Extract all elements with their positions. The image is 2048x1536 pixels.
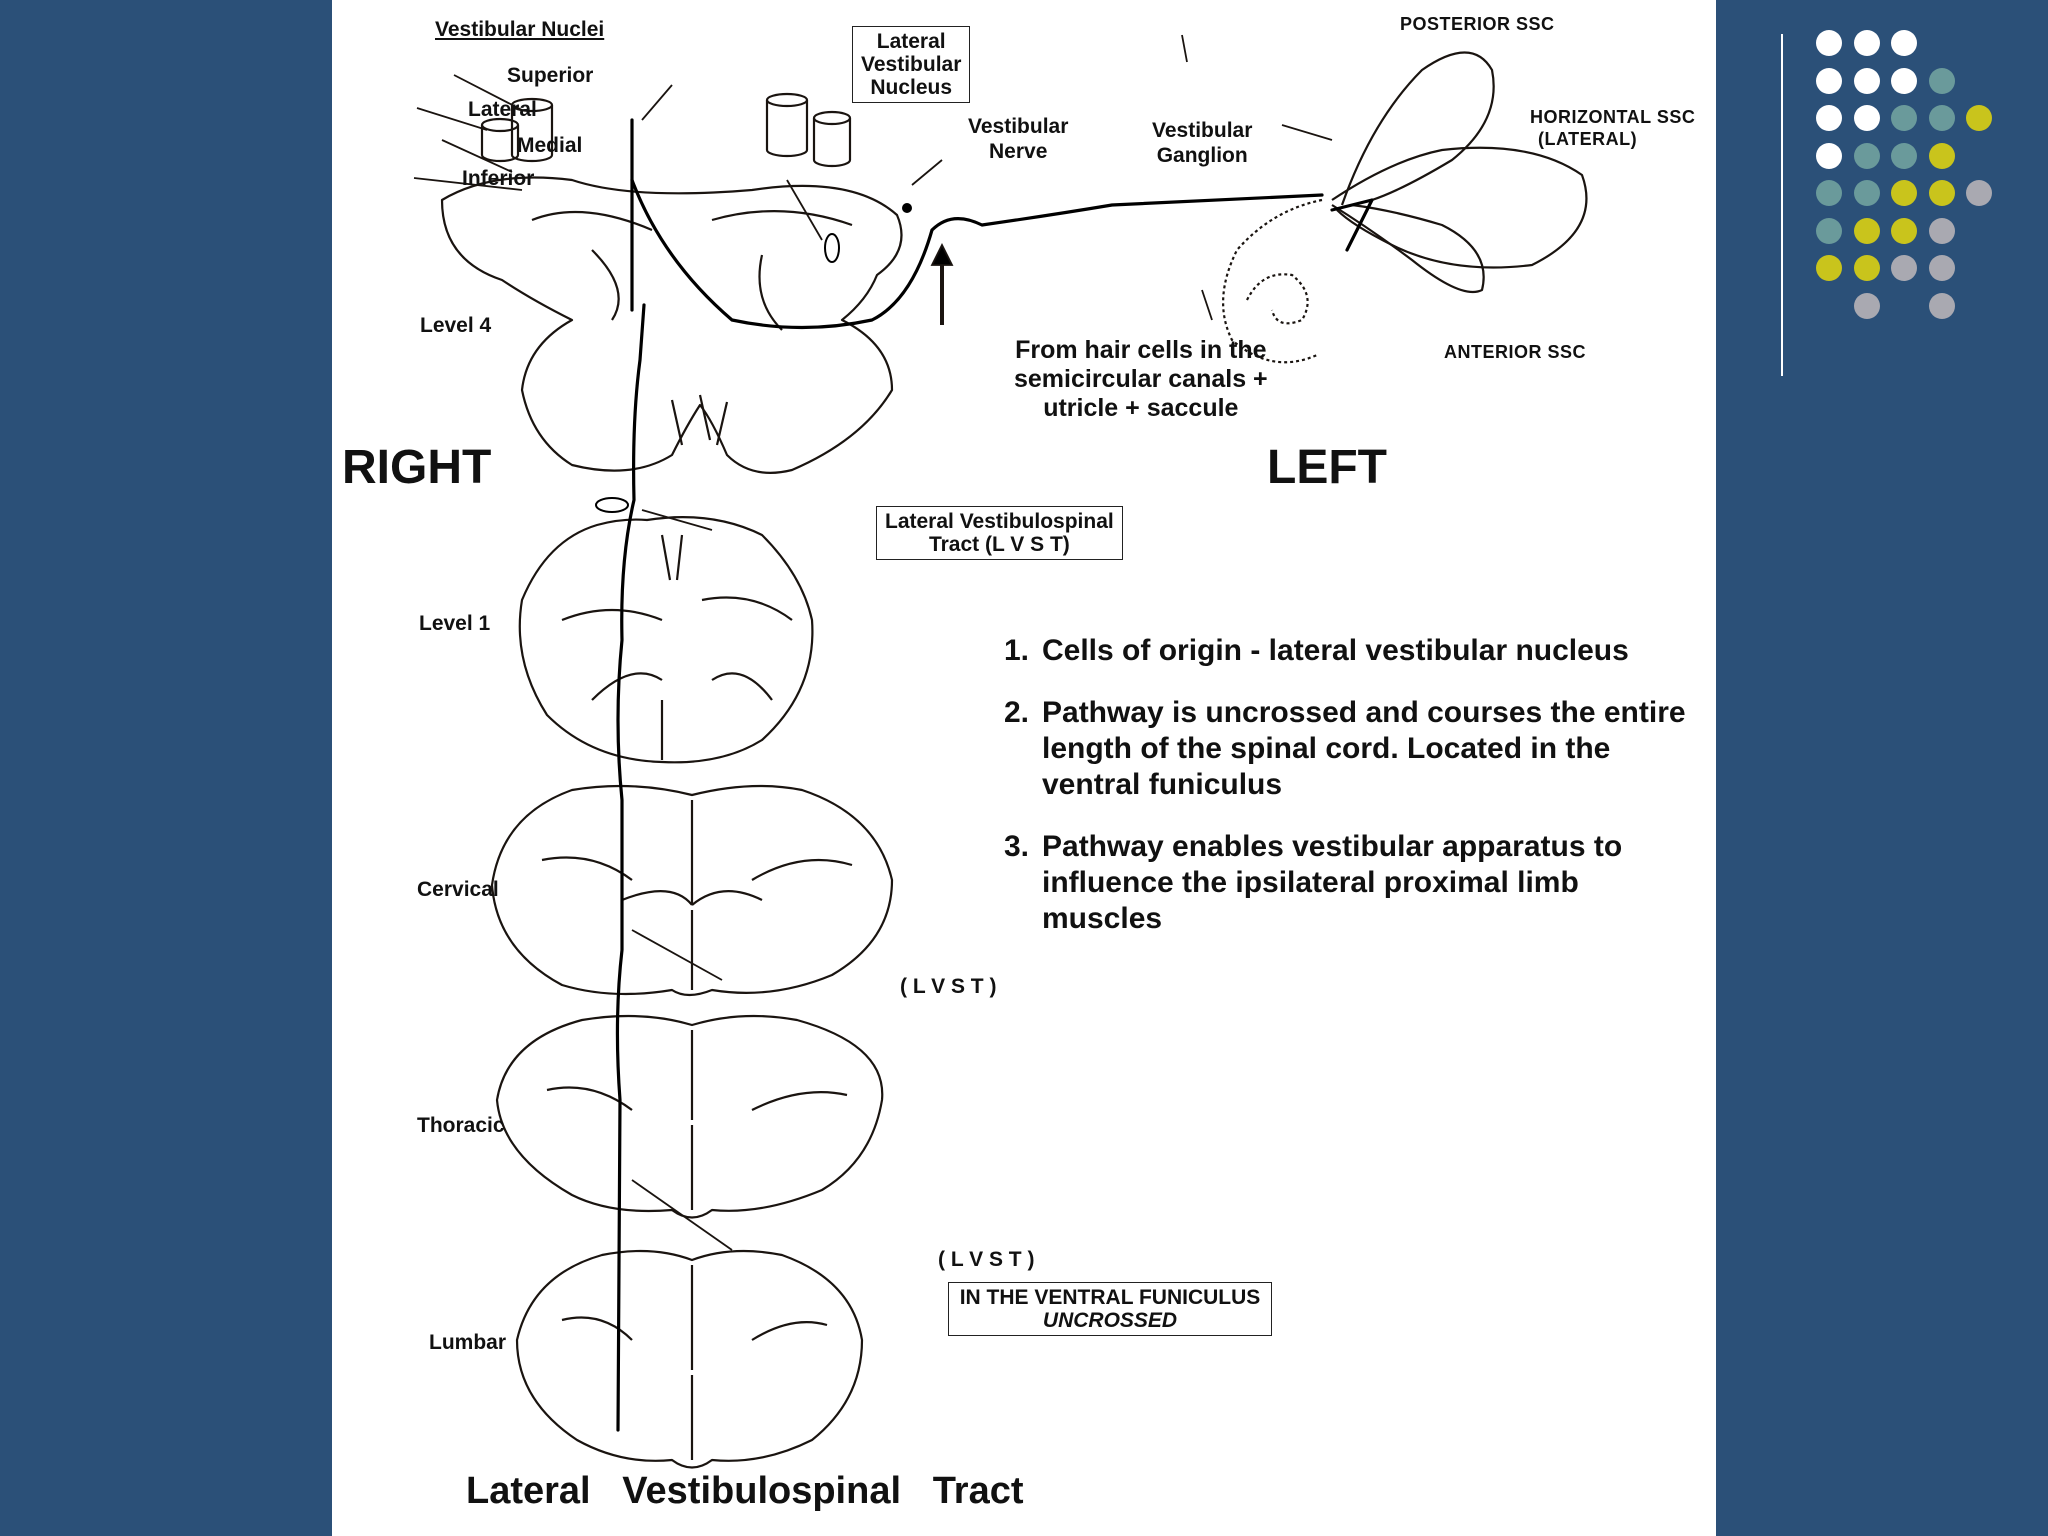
decor-dot [1816, 217, 1842, 244]
decor-dot [1928, 292, 1955, 319]
decor-dot [1816, 142, 1842, 169]
decor-dot [1816, 67, 1842, 94]
lvst-thoracic-label: ( L V S T ) [938, 1248, 1035, 1271]
vestibular-nerve-label: Vestibular Nerve [968, 114, 1068, 164]
ganglion-line-1: Vestibular [1152, 119, 1253, 142]
note-item: 3. Pathway enables vestibular apparatus … [1004, 829, 1704, 937]
lateral-vestibular-nucleus-box: Lateral Vestibular Nucleus [852, 26, 971, 103]
decor-dot [1853, 217, 1880, 244]
ventral-funiculus-box: IN THE VENTRAL FUNICULUS UNCROSSED [948, 1282, 1272, 1336]
spinal-section-cervical [490, 784, 894, 997]
horizontal-line-1: HORIZONTAL SSC [1530, 107, 1696, 127]
decor-dot [1816, 255, 1842, 281]
medial-label: Medial [517, 134, 583, 157]
lvst-box-line-2: Tract (L V S T) [928, 533, 1070, 556]
lvst-cervical-label: ( L V S T ) [900, 975, 997, 998]
notes-list: 1. Cells of origin - lateral vestibular … [1004, 633, 1704, 963]
note-item: 2. Pathway is uncrossed and courses the … [1004, 695, 1704, 803]
posterior-ssc-label: POSTERIOR SSC [1400, 14, 1555, 34]
ventral-line-1: IN THE VENTRAL FUNICULUS [959, 1286, 1261, 1309]
decor-dot [1816, 180, 1842, 206]
diagram-title: Lateral Vestibulospinal Tract [466, 1470, 1024, 1512]
vestibular-nerve-path [630, 178, 1324, 330]
decor-dot [1891, 105, 1917, 131]
decor-dot [1966, 180, 1992, 206]
lvst-box-line-1: Lateral Vestibulospinal [885, 510, 1114, 533]
level-1-label: Level 1 [419, 612, 491, 635]
lvn-line-2: Vestibular [861, 53, 962, 76]
decor-dot [1891, 30, 1917, 56]
lvn-line-1: Lateral [876, 30, 946, 53]
vestibular-nuclei-label: Vestibular Nuclei [435, 18, 605, 41]
hair-cells-label: From hair cells in the semicircular cana… [1014, 336, 1268, 423]
note-text: Pathway enables vestibular apparatus to … [1042, 830, 1623, 935]
right-side-label: RIGHT [342, 441, 492, 494]
decor-dot [1816, 30, 1842, 56]
decor-dot [1891, 217, 1917, 244]
note-number: 3. [1004, 830, 1030, 863]
anterior-ssc-label: ANTERIOR SSC [1444, 342, 1587, 362]
cervical-label: Cervical [417, 878, 499, 901]
left-side-label: LEFT [1267, 441, 1387, 494]
lvn-line-3: Nucleus [870, 76, 953, 99]
vestibular-ganglion-label: Vestibular Ganglion [1152, 118, 1252, 168]
diagram-panel: Vestibular Nuclei Superior Lateral Media… [332, 0, 1716, 1536]
ventral-line-2: UNCROSSED [1042, 1309, 1178, 1332]
decor-dot [1891, 180, 1917, 206]
hair-line-2: semicircular canals + [1014, 365, 1268, 393]
note-number: 2. [1004, 696, 1030, 729]
level-4-label: Level 4 [420, 314, 492, 337]
spinal-section-lumbar [515, 1249, 864, 1469]
decor-vertical-line [1781, 34, 1783, 376]
horizontal-line-2: (LATERAL) [1538, 129, 1638, 149]
decor-dot [1928, 217, 1955, 244]
decor-dot [1928, 105, 1955, 131]
superior-label: Superior [507, 64, 594, 87]
decor-dot [1891, 142, 1917, 169]
spinal-section-level1 [518, 516, 814, 764]
thoracic-label: Thoracic [417, 1114, 505, 1137]
decor-dot [1853, 105, 1880, 131]
labyrinth [1222, 51, 1588, 364]
lateral-label: Lateral [468, 98, 537, 121]
decor-dot [1928, 142, 1955, 169]
decor-dot [1853, 255, 1880, 281]
decor-dot [1928, 180, 1955, 206]
decor-dot [1853, 142, 1880, 169]
lumbar-label: Lumbar [429, 1331, 507, 1354]
spinal-section-thoracic [495, 1014, 884, 1219]
diagram-artwork [413, 34, 1588, 1469]
decor-dot [1853, 67, 1880, 94]
decor-dot [1816, 105, 1842, 131]
decor-dot [1891, 67, 1917, 94]
inferior-label: Inferior [462, 167, 535, 190]
note-text: Pathway is uncrossed and courses the ent… [1042, 696, 1686, 801]
decor-dot [1891, 255, 1917, 281]
decor-dot [1853, 180, 1880, 206]
decor-dot [1853, 292, 1880, 319]
nerve-line-2: Nerve [989, 140, 1048, 163]
note-number: 1. [1004, 634, 1030, 667]
hair-line-3: utricle + saccule [1043, 394, 1239, 422]
decor-dot [1966, 105, 1992, 131]
note-text: Cells of origin - lateral vestibular nuc… [1042, 634, 1629, 667]
decor-dot [1928, 255, 1955, 281]
nuclei-cylinders [480, 92, 852, 168]
lvst-tract-path [615, 118, 646, 1432]
ganglion-line-2: Ganglion [1156, 144, 1248, 167]
decor-dot [1928, 67, 1955, 94]
note-item: 1. Cells of origin - lateral vestibular … [1004, 633, 1704, 669]
hair-line-1: From hair cells in the [1015, 336, 1267, 364]
horizontal-ssc-label: HORIZONTAL SSC (LATERAL) [1530, 106, 1695, 150]
nerve-line-1: Vestibular [968, 115, 1069, 138]
lvst-box: Lateral Vestibulospinal Tract (L V S T) [876, 506, 1123, 560]
medulla-section [440, 176, 903, 474]
decor-dot [1853, 30, 1880, 56]
